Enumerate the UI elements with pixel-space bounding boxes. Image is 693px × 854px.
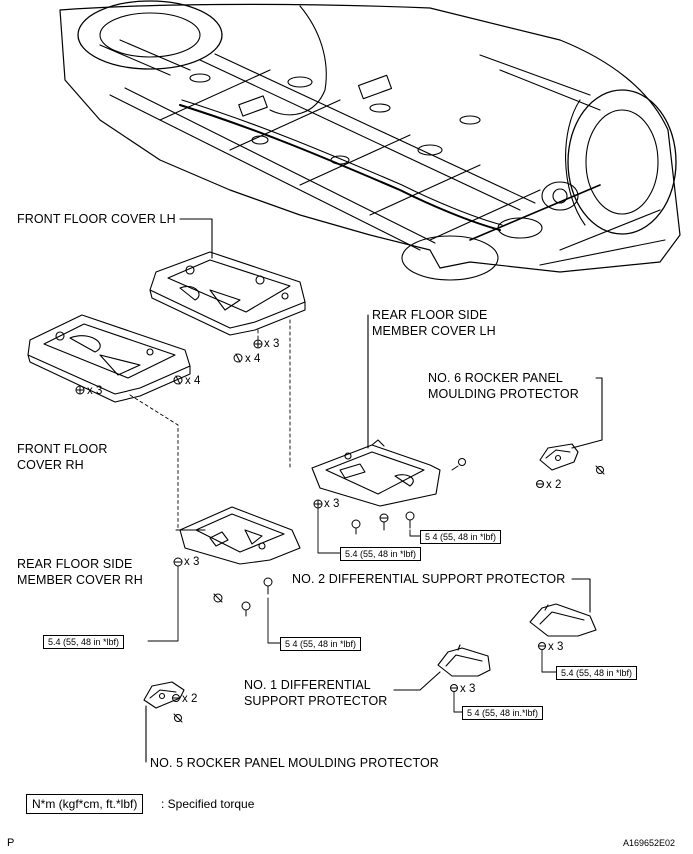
label-no5-rocker-panel-moulding-protector: NO. 5 ROCKER PANEL MOULDING PROTECTOR	[150, 756, 439, 770]
no2-differential-support-protector-part	[529, 603, 597, 637]
rear-floor-side-member-cover-lh-part	[311, 439, 441, 507]
count-front-lh-top: x 3	[264, 338, 280, 350]
torque-leaders	[147, 507, 557, 713]
torque-spec-rear-lh-right: 5 4 (55, 48 in *lbf)	[420, 530, 502, 544]
label-no6-rocker-panel-moulding-protector: NO. 6 ROCKER PANEL MOULDING PROTECTOR	[428, 371, 579, 401]
bolt-icon	[172, 694, 180, 702]
torque-spec-no1-diff: 5 4 (55, 48 in.*lbf)	[462, 706, 544, 720]
clip-icon	[233, 353, 243, 363]
bolt-icon	[595, 465, 605, 475]
no1-differential-support-protector-part	[437, 644, 491, 677]
bolt-icon	[75, 385, 85, 395]
legend-description: : Specified torque	[161, 797, 255, 811]
count-front-rh-clip: x 4	[185, 375, 201, 387]
bolt-icon	[451, 458, 466, 471]
fasteners	[75, 339, 605, 723]
bolt-icon	[213, 593, 223, 603]
clip-icon	[173, 375, 183, 385]
torque-spec-rear-lh-left: 5.4 (55, 48 in *lbf)	[340, 547, 422, 561]
leader-no1-diff	[393, 671, 441, 691]
torque-spec-rear-rh-right: 5 4 (55, 48 in *lbf)	[280, 637, 362, 651]
count-no6-rocker: x 2	[546, 479, 562, 491]
label-front-floor-cover-rh: FRONT FLOOR COVER RH	[17, 442, 108, 472]
count-no2-diff: x 3	[548, 641, 564, 653]
label-no1-differential-support-protector: NO. 1 DIFFERENTIAL SUPPORT PROTECTOR	[244, 678, 388, 708]
label-no2-differential-support-protector: NO. 2 DIFFERENTIAL SUPPORT PROTECTOR	[292, 572, 566, 586]
count-rear-rh: x 3	[184, 556, 200, 568]
bolt-icon	[253, 339, 263, 349]
no5-rocker-panel-moulding-protector-part	[143, 681, 185, 709]
bolt-icon	[313, 499, 323, 509]
count-front-lh-bottom: x 4	[245, 353, 261, 365]
torque-spec-rear-rh-left: 5.4 (55, 48 in *lbf)	[43, 635, 125, 649]
front-floor-cover-rh-part	[27, 314, 191, 403]
count-no5-rocker: x 2	[182, 693, 198, 705]
legend-unit-box: N*m (kgf*cm, ft.*lbf)	[26, 794, 144, 814]
corner-mark-left: P	[7, 837, 15, 849]
no6-rocker-panel-moulding-protector-part	[539, 443, 579, 471]
bolt-icon	[536, 480, 544, 488]
bolt-icon	[173, 713, 183, 723]
bolt-icon	[263, 577, 273, 595]
label-rear-floor-side-member-cover-rh: REAR FLOOR SIDE MEMBER COVER RH	[17, 557, 143, 587]
leader-no6-rocker	[571, 377, 603, 449]
rear-floor-side-member-cover-rh-part	[179, 506, 301, 565]
vehicle-underbody	[59, 0, 681, 281]
leader-front-floor-cover-lh	[179, 218, 213, 259]
alignment-lines	[129, 319, 291, 529]
leader-no2-diff	[571, 578, 591, 613]
bolt-icon	[241, 601, 251, 617]
bolt-icon	[405, 511, 415, 529]
count-rear-lh: x 3	[324, 498, 340, 510]
figure-id: A169652E02	[623, 838, 676, 848]
bolt-icon	[538, 642, 546, 650]
torque-spec-no2-diff: 5.4 (55, 48 in *lbf)	[556, 666, 638, 680]
label-rear-floor-side-member-cover-lh: REAR FLOOR SIDE MEMBER COVER LH	[372, 308, 496, 338]
clip-icon	[351, 519, 361, 535]
bolt-icon	[450, 684, 458, 692]
bolt-icon	[173, 557, 183, 567]
front-floor-cover-lh-part	[149, 251, 306, 336]
bolt-icon	[379, 513, 389, 531]
label-front-floor-cover-lh: FRONT FLOOR COVER LH	[17, 212, 176, 226]
count-front-rh-bolt: x 3	[87, 385, 103, 397]
count-no1-diff: x 3	[460, 683, 476, 695]
